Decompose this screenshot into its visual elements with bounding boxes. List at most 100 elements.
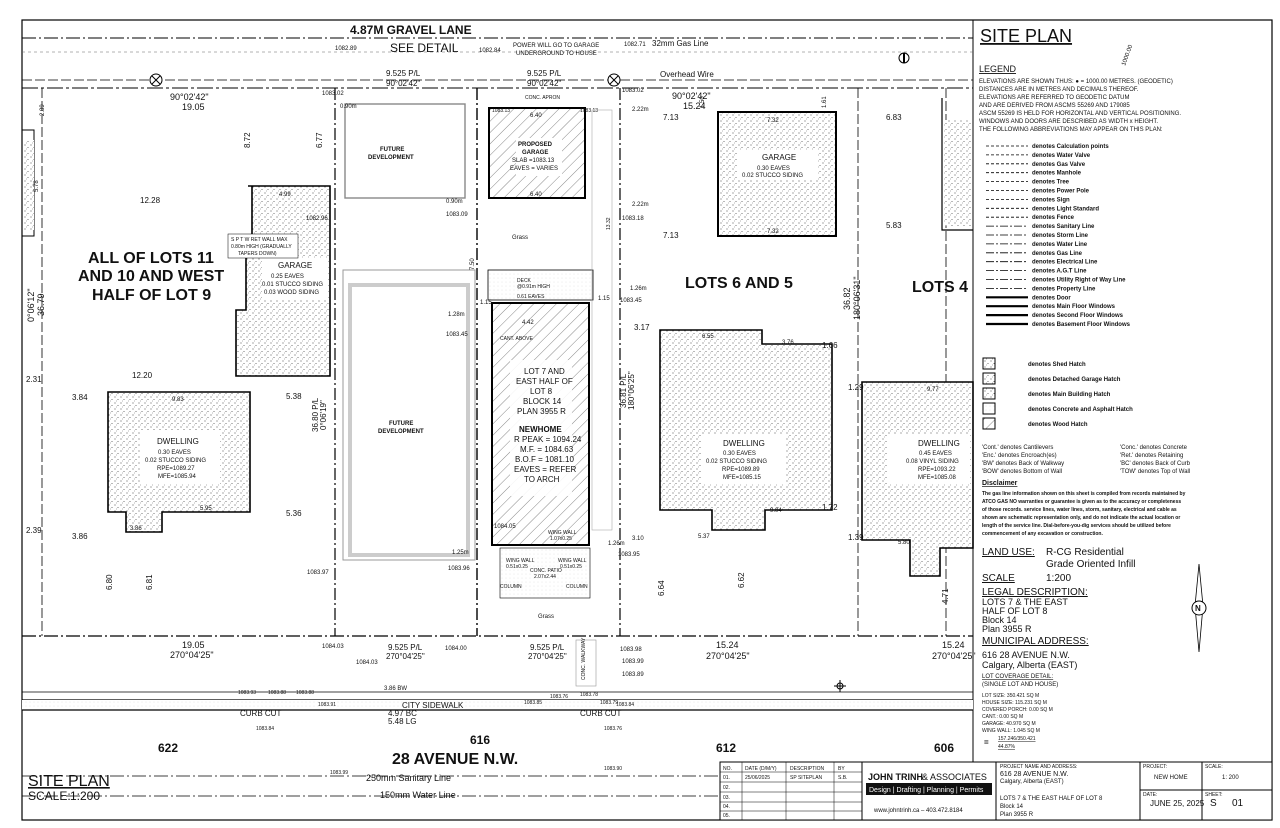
svg-text:'BOW' denotes Bottom of Wall: 'BOW' denotes Bottom of Wall <box>982 469 1062 475</box>
svg-text:3.76: 3.76 <box>782 340 794 346</box>
elev-label: 1082.84 <box>479 48 501 54</box>
pl-label: 9.525 P/L <box>386 69 421 78</box>
svg-text:1083.45: 1083.45 <box>446 332 468 338</box>
svg-text:=: = <box>984 738 989 747</box>
svg-text:1.26m: 1.26m <box>630 286 647 292</box>
svg-text:The gas line information shown: The gas line information shown on this s… <box>982 491 1186 497</box>
svg-text:LOT 7 AND: LOT 7 AND <box>524 367 565 376</box>
legend-hatch-item: denotes Main Building Hatch <box>982 387 1111 400</box>
svg-text:6.64: 6.64 <box>657 580 666 596</box>
svg-text:LOT 8: LOT 8 <box>530 387 553 396</box>
legend-item: denotes Gas Valve <box>986 162 1086 168</box>
svg-text:JUNE 25, 2025: JUNE 25, 2025 <box>1150 799 1205 808</box>
legend-item: denotes Storm Line <box>986 233 1089 239</box>
svg-text:'BC' denotes Back of Curb: 'BC' denotes Back of Curb <box>1120 461 1191 467</box>
svg-text:6.62: 6.62 <box>737 572 746 588</box>
svg-text:12.20: 12.20 <box>132 371 153 380</box>
angle-label: 0°06'19" <box>319 400 328 430</box>
svg-text:180°06'31": 180°06'31" <box>852 276 862 320</box>
svg-text:ELEVATIONS ARE REFERRED TO GEO: ELEVATIONS ARE REFERRED TO GEODETIC DATU… <box>979 95 1129 101</box>
svg-text:EAVES = VARIES: EAVES = VARIES <box>510 166 558 172</box>
svg-text:MFE=1085.15: MFE=1085.15 <box>723 475 762 481</box>
gas-valve-icon <box>898 52 910 64</box>
angle-label: 90°02'42" <box>170 92 209 102</box>
legend-item: denotes Water Line <box>986 242 1088 248</box>
svg-text:& ASSOCIATES: & ASSOCIATES <box>922 772 987 782</box>
svg-text:RPE=1089.89: RPE=1089.89 <box>722 467 760 473</box>
overhead-wire-label: Overhead Wire <box>660 70 714 79</box>
svg-text:5.78: 5.78 <box>34 180 40 192</box>
svg-text:4.97 BC: 4.97 BC <box>388 709 417 718</box>
svg-text:1.07x0.25: 1.07x0.25 <box>550 536 572 542</box>
svg-text:(SINGLE LOT AND HOUSE): (SINGLE LOT AND HOUSE) <box>982 682 1058 688</box>
conc-walkway: CONC. WALKWAY <box>575 109 613 687</box>
pl-label: 9.525 P/L <box>527 69 562 78</box>
svg-text:TO ARCH: TO ARCH <box>524 475 560 484</box>
svg-text:1083.79: 1083.79 <box>600 700 618 706</box>
svg-text:TAPERS DOWN): TAPERS DOWN) <box>238 251 277 257</box>
svg-text:NEWHOME: NEWHOME <box>519 425 562 434</box>
svg-text:270°04'25": 270°04'25" <box>932 651 976 661</box>
svg-text:CANT. ABOVE: CANT. ABOVE <box>500 336 533 342</box>
elev-label: 1083.02 <box>322 91 344 97</box>
angle-label: 90°02'42" <box>672 91 711 101</box>
svg-text:denotes Door: denotes Door <box>1032 295 1071 301</box>
legend-item: denotes Light Standard <box>986 206 1099 212</box>
svg-text:270°04'25": 270°04'25" <box>170 650 214 660</box>
svg-text:FUTURE: FUTURE <box>389 421 413 427</box>
svg-text:1083.13: 1083.13 <box>580 108 598 114</box>
svg-text:Grass: Grass <box>538 614 554 620</box>
legend-item: denotes Second Floor Windows <box>986 313 1124 319</box>
svg-text:denotes Main Floor Windows: denotes Main Floor Windows <box>1032 304 1116 310</box>
sheet-title: SITE PLAN SCALE: 1:200 <box>28 773 110 803</box>
manhole-icon <box>149 73 163 87</box>
svg-text:622: 622 <box>158 741 178 755</box>
left-garage: GARAGE 0.25 EAVES 0.01 STUCCO SIDING 0.0… <box>227 185 331 377</box>
svg-text:1083.91: 1083.91 <box>318 702 336 708</box>
far-right-dwelling: DWELLING 0.45 EAVES 0.08 VINYL SIDING RP… <box>861 381 974 577</box>
right-lots-label: LOTS 6 AND 5 <box>685 275 793 292</box>
svg-text:MFE=1085.08: MFE=1085.08 <box>918 475 957 481</box>
svg-text:157.246/350.421: 157.246/350.421 <box>998 736 1036 742</box>
svg-text:0.02 STUCCO SIDING: 0.02 STUCCO SIDING <box>742 173 803 179</box>
svg-text:9.83: 9.83 <box>172 397 184 403</box>
svg-text:EAST HALF OF: EAST HALF OF <box>516 377 573 386</box>
svg-text:denotes Utility Right of Way L: denotes Utility Right of Way Line <box>1032 278 1126 284</box>
svg-text:1:200: 1:200 <box>1046 573 1071 584</box>
svg-text:1083.45: 1083.45 <box>620 298 642 304</box>
svg-text:DWELLING: DWELLING <box>723 439 765 448</box>
svg-text:0.25 EAVES: 0.25 EAVES <box>271 274 304 280</box>
svg-text:RPE=1089.27: RPE=1089.27 <box>157 466 195 472</box>
neighbour-lot-line-left <box>22 129 35 237</box>
svg-text:WING WALL: 1.045 SQ M: WING WALL: 1.045 SQ M <box>982 728 1040 734</box>
svg-text:denotes Manhole: denotes Manhole <box>1032 171 1082 177</box>
svg-text:DWELLING: DWELLING <box>918 439 960 448</box>
svg-text:1.26m: 1.26m <box>608 541 625 547</box>
svg-text:commencement of any excavation: commencement of any excavation or constr… <box>982 531 1103 537</box>
svg-text:15.24: 15.24 <box>942 640 965 650</box>
svg-text:19.05: 19.05 <box>182 640 205 650</box>
svg-text:9.77: 9.77 <box>927 387 939 393</box>
svg-text:606: 606 <box>934 741 954 755</box>
svg-text:CURB CUT: CURB CUT <box>240 709 281 718</box>
svg-text:BLOCK 14: BLOCK 14 <box>523 397 562 406</box>
svg-text:3.84: 3.84 <box>72 393 88 402</box>
svg-text:7.13: 7.13 <box>663 113 679 122</box>
svg-text:9.525 P/L: 9.525 P/L <box>388 643 423 652</box>
elev-label: 1083.02 <box>622 88 644 94</box>
svg-text:0.30 EAVES: 0.30 EAVES <box>158 450 191 456</box>
legend-item: denotes Basement Floor Windows <box>986 322 1131 328</box>
gravel-lane: 4.87M GRAVEL LANE SEE DETAIL POWER WILL … <box>22 23 973 112</box>
svg-text:'Enc.' denotes Encroach(es): 'Enc.' denotes Encroach(es) <box>982 453 1057 459</box>
svg-text:05.: 05. <box>723 813 730 819</box>
svg-text:1.72: 1.72 <box>822 503 838 512</box>
svg-text:Block 14: Block 14 <box>1000 804 1024 810</box>
svg-text:6.40: 6.40 <box>530 192 542 198</box>
svg-text:15.24: 15.24 <box>716 640 739 650</box>
svg-text:RPE=1093.22: RPE=1093.22 <box>918 467 956 473</box>
svg-text:0.08 VINYL SIDING: 0.08 VINYL SIDING <box>906 459 959 465</box>
future-development-main: FUTURE DEVELOPMENT <box>342 269 476 561</box>
svg-text:1083.88: 1083.88 <box>268 690 286 696</box>
pl-label: 36.81 P/L <box>619 373 628 408</box>
